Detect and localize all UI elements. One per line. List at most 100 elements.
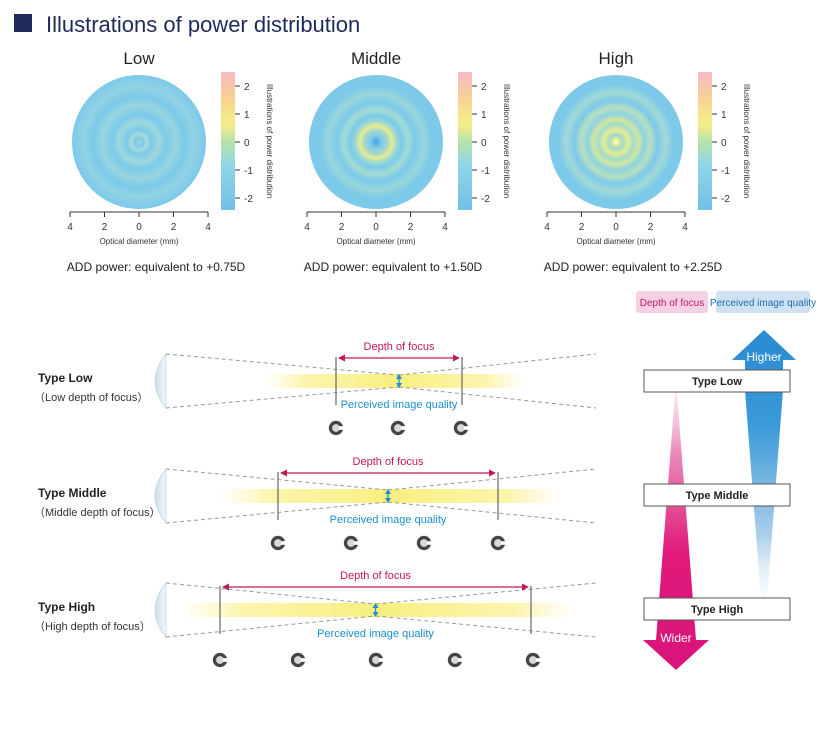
x-axis-tick-label: 2 [339,222,345,233]
add-power-label: ADD power: equivalent to +2.25D [544,260,723,274]
legend-box-middle [643,483,791,507]
x-axis-label: Optical diameter (mm) [99,237,178,246]
lens-shape [154,352,167,410]
map-title: Middle [351,49,401,68]
x-axis-tick-label: 2 [102,222,108,233]
lens-type-sub: （High depth of focus） [34,620,151,633]
ray-top [165,468,389,491]
colorbar-label: Illustrations of power distribution [265,84,274,198]
depth-arrow-head-right [453,354,460,362]
ray-bottom [165,386,400,409]
landolt-c-icon [343,535,360,551]
landolt-c-icon [328,420,345,436]
quality-label: Perceived image quality [317,628,434,640]
landolt-c-icon [490,535,507,551]
higher-arrow [732,330,796,600]
x-axis-tick-label: 0 [136,222,142,233]
x-axis-tick-label: 2 [408,222,414,233]
ray-top [165,582,376,605]
lens-shape [154,467,167,525]
lens-type-label: Type Middle [38,486,107,500]
quality-label: Perceived image quality [341,399,458,411]
add-power-label: ADD power: equivalent to +0.75D [67,260,246,274]
legend-box-high-label: Type High [691,604,744,616]
ray-top-out [375,582,597,605]
x-axis-label: Optical diameter (mm) [336,237,415,246]
colorbar-tick-label: 1 [721,110,727,121]
colorbar-tick-label: -2 [481,194,490,205]
lens-row-middle: Type Middle（Middle depth of focus）Depth … [34,456,597,551]
lens-type-sub: （Middle depth of focus） [34,506,161,519]
quality-arrow-head-down [385,498,391,503]
x-axis-tick-label: 0 [613,222,619,233]
landolt-c-icon [368,652,385,668]
colorbar [221,72,235,210]
lens-type-label: Type Low [38,371,93,385]
colorbar-tick-label: 2 [721,82,727,93]
legend: Depth of focus Perceived image quality W… [636,291,816,670]
wider-arrow [643,380,709,670]
depth-label: Depth of focus [364,341,435,353]
x-axis-tick-label: 4 [67,222,73,233]
colorbar-tick-label: 1 [481,110,487,121]
landolt-c-icon [390,420,407,436]
higher-label: Higher [746,350,781,364]
colorbar-tick-label: -1 [244,166,253,177]
ray-bottom-out [398,386,597,409]
power-disc [309,75,443,209]
quality-arrow-head-up [372,603,379,608]
x-axis-tick-label: 4 [205,222,211,233]
quality-label: Perceived image quality [330,514,447,526]
landolt-c-icon [525,652,542,668]
colorbar-tick-label: 1 [244,110,250,121]
depth-arrow-head-left [222,583,229,591]
focus-beam [220,489,560,503]
lens-type-label: Type High [38,600,95,614]
colorbar-tick-label: -2 [721,194,730,205]
depth-tag-label: Depth of focus [640,298,704,309]
legend-box-low-label: Type Low [692,376,742,388]
ray-bottom [165,501,389,524]
lens-type-sub: （Low depth of focus） [34,391,148,404]
x-axis-tick-label: 2 [648,222,654,233]
power-disc [549,75,683,209]
header-square [14,14,32,32]
power-map-middle: Middle 2 1 0 -1 -2 Illustrations of power dist… [304,49,511,274]
landolt-c-icon [290,652,307,668]
landolt-c-icon [416,535,433,551]
landolt-c-icon [212,652,229,668]
ray-bottom [165,615,376,638]
quality-arrow-head-up [385,489,391,494]
lens-shape [154,581,167,639]
x-axis-tick-label: 0 [373,222,379,233]
legend-box-middle-label: Type Middle [686,490,749,502]
colorbar-tick-label: -1 [481,166,490,177]
focus-beam [180,603,575,617]
colorbar-tick-label: 2 [481,82,487,93]
colorbar-label: Illustrations of power distribution [502,84,511,198]
ray-bottom-out [375,615,597,638]
depth-arrow-head-left [280,469,287,477]
colorbar [698,72,712,210]
x-axis-tick-label: 4 [304,222,310,233]
landolt-c-icon [270,535,287,551]
depth-tag [636,291,708,313]
depth-label: Depth of focus [340,570,411,582]
map-title: High [599,49,634,68]
quality-tag [716,291,810,313]
colorbar-tick-label: 0 [244,138,250,149]
add-power-label: ADD power: equivalent to +1.50D [304,260,483,274]
landolt-c-icon [453,420,470,436]
depth-arrow-head-left [338,354,345,362]
x-axis-tick-label: 4 [682,222,688,233]
ray-top-out [398,353,597,376]
ray-top [165,353,400,376]
depth-arrow-head-right [522,583,529,591]
power-disc [72,75,206,209]
quality-arrow-head-down [372,612,379,617]
x-axis-tick-label: 2 [171,222,177,233]
lens-row-low: Type Low （Low depth of focus） Depth of foc… [34,341,597,436]
colorbar-label: Illustrations of power distribution [742,84,751,198]
focus-beam [265,374,525,388]
colorbar-tick-label: 0 [481,138,487,149]
